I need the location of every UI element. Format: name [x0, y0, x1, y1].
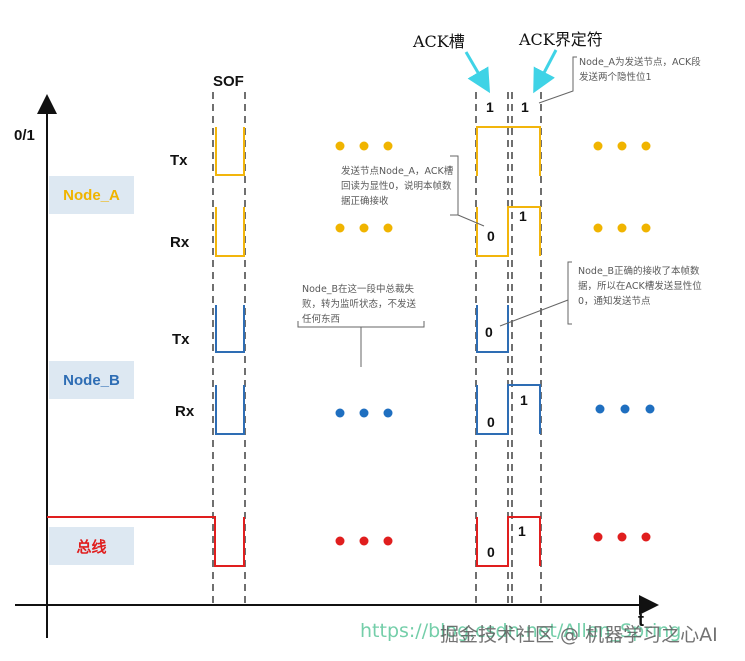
note-b-recv: Node_B正确的接收了本帧数据，所以在ACK槽发送显性位0，通知发送节点 — [578, 266, 702, 307]
node-b-tx-sof-pulse — [215, 305, 245, 353]
note-ack-read: 发送节点Node_A，ACK槽回读为显性0，说明本帧数据正确接收 — [341, 166, 454, 207]
note-lost-arb: Node_B在这一段中总裁失败，转为监听状态，不发送任何东西 — [302, 284, 417, 325]
dot — [359, 408, 369, 418]
node-a-waveforms — [215, 126, 541, 257]
dot — [617, 223, 627, 233]
note-b-recv-bracket — [499, 261, 572, 327]
bit-a-rx-slot: 0 — [487, 228, 495, 244]
bit-a-tx-slot: 1 — [486, 99, 494, 115]
bus-name: 总线 — [76, 538, 107, 556]
node-b-box: Node_B — [49, 361, 134, 399]
node-b-waveforms — [215, 305, 541, 435]
dot — [641, 223, 651, 233]
node-a-tx-ack-pulse — [476, 126, 541, 176]
dot — [359, 223, 369, 233]
dot — [620, 404, 630, 414]
bit-b-rx-delim: 1 — [520, 392, 528, 408]
node-a-box: Node_A — [49, 176, 134, 214]
dot — [335, 223, 345, 233]
dot — [359, 536, 369, 546]
bus-ack-pulse — [476, 516, 541, 567]
ack-slot-label: ACK槽 — [413, 32, 465, 51]
bus-waveforms — [47, 516, 541, 567]
dot — [593, 223, 603, 233]
dot — [645, 404, 655, 414]
node-b-rx-ack-pulse — [476, 384, 541, 435]
continuation-dots — [335, 141, 655, 546]
ack-slot-arrow — [464, 51, 491, 94]
y-axis-label: 0/1 — [14, 127, 35, 144]
node-b-rx-sof-pulse — [215, 385, 245, 435]
note-ack-send-connector — [538, 56, 577, 104]
bit-a-rx-delim: 1 — [519, 208, 527, 224]
node-a-rx-sof-pulse — [215, 207, 245, 257]
x-axis-label: t — [638, 610, 644, 630]
dot — [595, 404, 605, 414]
dot — [335, 141, 345, 151]
bit-a-tx-delim: 1 — [521, 99, 529, 115]
node-b-tx-ack-pulse — [476, 305, 509, 353]
dot — [335, 536, 345, 546]
dot — [617, 532, 627, 542]
dot — [383, 536, 393, 546]
bit-bus-slot: 0 — [487, 544, 495, 560]
node-b-name: Node_B — [63, 371, 120, 389]
dot — [383, 408, 393, 418]
dot — [593, 141, 603, 151]
dot — [593, 532, 603, 542]
note-ack-read-bracket — [450, 155, 485, 227]
node-a-rx-label: Rx — [170, 234, 190, 251]
ack-delim-arrow — [533, 49, 558, 94]
watermark-site: 掘金技术社区 @ 机器学习之心AI — [440, 624, 718, 646]
bus-box: 总线 — [49, 527, 134, 565]
dot — [335, 408, 345, 418]
ack-delimiter-label: ACK界定符 — [519, 30, 603, 49]
node-a-name: Node_A — [63, 186, 120, 204]
bit-b-tx-slot: 0 — [485, 324, 493, 340]
dot — [359, 141, 369, 151]
node-b-rx-label: Rx — [175, 403, 195, 420]
dot — [641, 532, 651, 542]
node-a-rx-ack-pulse — [476, 206, 541, 257]
dot — [641, 141, 651, 151]
note-ack-send: Node_A为发送节点，ACK段发送两个隐性位1 — [579, 57, 701, 83]
sof-label: SOF — [213, 73, 244, 90]
bus-sof-pulse — [47, 516, 245, 567]
bit-bus-delim: 1 — [518, 523, 526, 539]
dot — [383, 223, 393, 233]
annotation-connectors — [297, 56, 577, 367]
watermark-url: https://blog.csdn.net/Allen_Spring — [360, 620, 682, 642]
node-a-tx-sof-pulse — [215, 127, 245, 176]
node-b-tx-label: Tx — [172, 331, 190, 348]
dot — [617, 141, 627, 151]
note-lost-arb-bracket — [297, 321, 425, 367]
ack-arrows — [464, 49, 558, 94]
dot — [383, 141, 393, 151]
node-a-tx-label: Tx — [170, 152, 188, 169]
axes — [15, 94, 659, 638]
bit-b-rx-slot: 0 — [487, 414, 495, 430]
